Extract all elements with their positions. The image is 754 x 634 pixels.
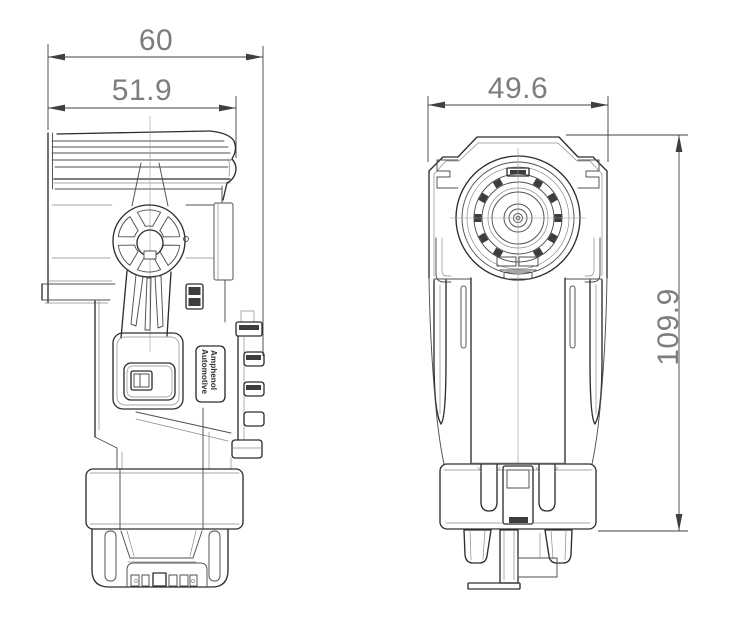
latch-ladder (231, 310, 265, 459)
brand-badge: Amphenol Automotive (195, 345, 226, 403)
side-view: 60 51.9 (41, 24, 265, 588)
brand-text-line1: Amphenol (209, 350, 218, 390)
arrowhead-icon (48, 104, 65, 112)
latch-clip (185, 283, 204, 310)
side-panels (112, 332, 232, 442)
side-skirt (91, 528, 229, 588)
front-bottom-features (463, 529, 573, 590)
dim-text-51-9: 51.9 (112, 74, 172, 107)
lever-pivot-gear (112, 116, 189, 352)
dim-text-109-9: 109.9 (652, 288, 685, 366)
front-body (428, 277, 608, 465)
dim-text-60: 60 (139, 24, 173, 57)
side-flange (41, 130, 237, 323)
dim-text-49-6: 49.6 (488, 72, 548, 105)
arrowhead-icon (48, 53, 65, 61)
arrowhead-icon (675, 135, 683, 152)
arrowhead-icon (246, 53, 263, 61)
front-collar (439, 463, 597, 530)
dimension-side-overall-width: 60 (47, 24, 264, 356)
brand-text-line2: Automotive (200, 349, 209, 394)
dimension-side-body-width: 51.9 (48, 74, 237, 158)
arrowhead-icon (219, 104, 236, 112)
front-face-plate (428, 136, 608, 283)
dimension-overall-height: 109.9 (566, 134, 688, 532)
front-view: 49.6 109.9 (427, 72, 688, 590)
side-body-edges (94, 300, 232, 530)
arrowhead-icon (675, 514, 683, 531)
lever-arm (120, 270, 172, 339)
side-collar (85, 468, 244, 530)
arrowhead-icon (428, 101, 445, 109)
dimension-front-width: 49.6 (427, 72, 609, 162)
arrowhead-icon (591, 101, 608, 109)
connector-interface-circles (450, 148, 586, 464)
